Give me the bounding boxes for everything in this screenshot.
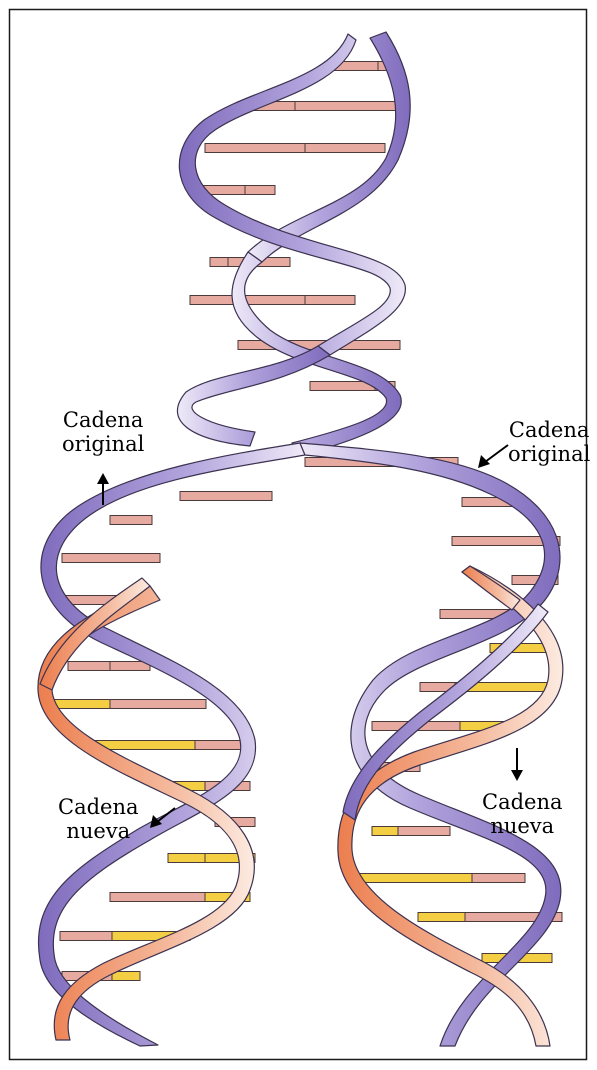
label-new-right: Cadena nueva (482, 790, 563, 838)
base-31-b (472, 874, 525, 883)
base-2-b (305, 144, 385, 153)
base-4-a (210, 258, 228, 267)
base-32-a (418, 913, 465, 922)
base-2-a (205, 144, 305, 153)
base-17-a (68, 662, 110, 671)
label-original-left: Cadena original (62, 408, 144, 456)
base-24-a (60, 932, 112, 941)
base-30-a (372, 827, 398, 836)
base-23-a (110, 893, 205, 902)
base-1-b (295, 102, 405, 111)
base-5-b (305, 296, 355, 305)
figure-border (10, 10, 587, 1060)
base-10 (110, 516, 152, 525)
label-new-left: Cadena nueva (58, 795, 139, 843)
base-11 (62, 554, 160, 563)
base-31-a (360, 874, 472, 883)
base-3-b (245, 186, 275, 195)
base-30-b (398, 827, 450, 836)
base-25-b (112, 972, 140, 981)
base-18-a (52, 700, 110, 709)
base-9 (180, 492, 272, 501)
base-19-a (95, 741, 195, 750)
base-18-b (110, 700, 206, 709)
base-22-a (168, 854, 205, 863)
label-original-right: Cadena original (508, 418, 590, 466)
